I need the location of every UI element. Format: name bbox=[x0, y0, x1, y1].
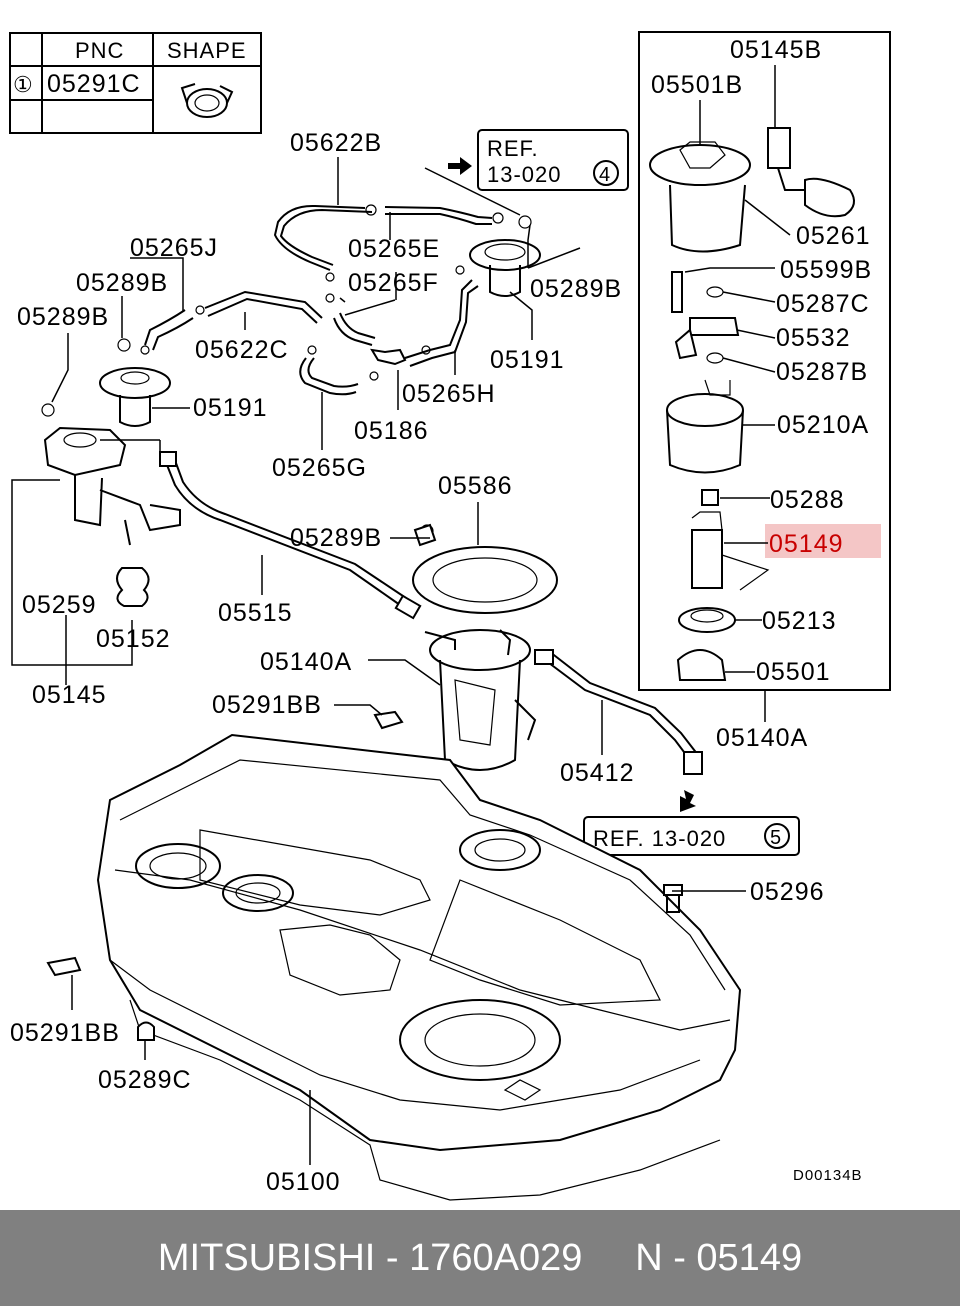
label-05289B-b: 05289B bbox=[530, 275, 622, 303]
label-05288: 05288 bbox=[770, 486, 845, 514]
ref-box-13-020-4[interactable]: REF. 13-020 4 bbox=[477, 129, 629, 191]
label-05287B: 05287B bbox=[776, 358, 868, 386]
pump-detail-parts bbox=[649, 127, 855, 681]
leader-lines bbox=[51, 65, 791, 1165]
fuel-hose-05412 bbox=[534, 649, 703, 775]
svg-text:5: 5 bbox=[770, 827, 782, 849]
label-05191-a: 05191 bbox=[193, 394, 268, 422]
label-05213: 05213 bbox=[762, 607, 837, 635]
table-row-marker: ① bbox=[13, 72, 34, 97]
label-05191-b: 05191 bbox=[490, 346, 565, 374]
svg-text:13-020: 13-020 bbox=[487, 162, 562, 187]
label-05296: 05296 bbox=[750, 878, 825, 906]
ref-arrow-down-icon bbox=[680, 790, 696, 812]
label-05289C: 05289C bbox=[98, 1066, 192, 1094]
label-05149: 05149 bbox=[769, 530, 844, 558]
label-05501B: 05501B bbox=[651, 71, 743, 99]
label-05265F: 05265F bbox=[348, 269, 439, 297]
footer-bar: MITSUBISHI - 1760A029 N - 05149 bbox=[0, 1210, 960, 1306]
highlight-05149 bbox=[765, 524, 881, 558]
label-05140A: 05140A bbox=[260, 648, 352, 676]
table-row-pnc: 05291C bbox=[47, 70, 141, 98]
fuel-tank bbox=[96, 733, 742, 1201]
label-05291BB-b: 05291BB bbox=[10, 1019, 120, 1047]
footer-part-info: MITSUBISHI - 1760A029 N - 05149 bbox=[157, 1236, 803, 1279]
table-header-pnc: PNC bbox=[75, 38, 124, 63]
grommet-05289C bbox=[137, 1021, 155, 1041]
label-05210A: 05210A bbox=[777, 411, 869, 439]
nut-05289B bbox=[413, 523, 437, 547]
clip-05291BB-a bbox=[373, 710, 404, 730]
label-05145: 05145 bbox=[32, 681, 107, 709]
label-05599B: 05599B bbox=[780, 256, 872, 284]
table-header-shape: SHAPE bbox=[167, 38, 247, 63]
svg-text:4: 4 bbox=[599, 164, 611, 186]
label-05622B: 05622B bbox=[290, 129, 382, 157]
label-05289B-a: 05289B bbox=[76, 269, 168, 297]
label-05100: 05100 bbox=[266, 1168, 341, 1196]
label-05289B-d: 05289B bbox=[290, 524, 382, 552]
screw-05296 bbox=[663, 884, 683, 913]
label-05265H: 05265H bbox=[402, 380, 496, 408]
label-05412: 05412 bbox=[560, 759, 635, 787]
label-05586: 05586 bbox=[438, 472, 513, 500]
clip-05291BB-b bbox=[46, 956, 82, 977]
label-05259: 05259 bbox=[22, 591, 97, 619]
filler-unit-left bbox=[41, 338, 171, 427]
ref-arrow-icon bbox=[448, 157, 472, 175]
label-05265E: 05265E bbox=[348, 235, 440, 263]
label-05622C: 05622C bbox=[195, 336, 289, 364]
label-05140A-b: 05140A bbox=[716, 724, 808, 752]
parts-diagram: PNC SHAPE ① 05291C REF. 13-020 4 REF. 13… bbox=[9, 31, 891, 1201]
label-05291BB-a: 05291BB bbox=[212, 691, 322, 719]
label-05287C: 05287C bbox=[776, 290, 870, 318]
diagram-code: D00134B bbox=[793, 1167, 863, 1184]
label-05515: 05515 bbox=[218, 599, 293, 627]
clamp-shape-icon bbox=[180, 83, 234, 118]
label-05145B: 05145B bbox=[730, 36, 822, 64]
label-05289B-c: 05289B bbox=[17, 303, 109, 331]
label-05152: 05152 bbox=[96, 625, 171, 653]
ref-box-13-020-5[interactable]: REF. 13-020 5 bbox=[583, 816, 800, 856]
label-05261: 05261 bbox=[796, 222, 871, 250]
label-05186: 05186 bbox=[354, 417, 429, 445]
svg-text:REF. 13-020: REF. 13-020 bbox=[593, 826, 726, 851]
filler-unit-right bbox=[469, 215, 541, 297]
hose-assembly bbox=[140, 204, 504, 396]
label-05265G: 05265G bbox=[272, 454, 367, 482]
fuel-pump-module bbox=[424, 629, 537, 771]
pnc-table: PNC SHAPE ① 05291C bbox=[9, 32, 262, 134]
fuel-hose-05515 bbox=[159, 451, 422, 620]
label-05265J: 05265J bbox=[130, 234, 218, 262]
label-05501: 05501 bbox=[756, 658, 831, 686]
label-05532: 05532 bbox=[776, 324, 851, 352]
svg-text:REF.: REF. bbox=[487, 136, 539, 161]
